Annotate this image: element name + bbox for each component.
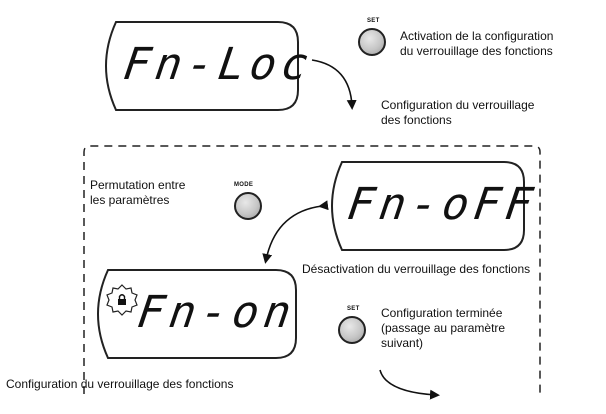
caption-set-activation-line2: du verrouillage des fonctions (400, 44, 553, 58)
caption-config-done-line1: Configuration terminée (381, 306, 503, 320)
mode-button-label: MODE (234, 182, 254, 188)
caption-deactivation: Désactivation du verrouillage des foncti… (302, 262, 531, 276)
caption-config-lock-bottom: Configuration du verrouillage des foncti… (6, 377, 234, 391)
set-button-top-label: SET (367, 18, 380, 24)
caption-config-lock-line1: Configuration du verrouillage (381, 98, 535, 112)
set-button-top[interactable] (358, 28, 386, 56)
dashed-frame (83, 145, 541, 394)
lcd-frame-fn-loc (105, 21, 299, 111)
set-button-bottom[interactable] (338, 316, 366, 344)
caption-set-activation-line1: Activation de la configuration (400, 29, 554, 43)
caption-config-done: Configuration terminée (passage au param… (381, 306, 505, 351)
caption-mode-switch-line1: Permutation entre (90, 178, 186, 192)
caption-mode-switch: Permutation entre les paramètres (90, 178, 185, 208)
lcd-frame-fn-on (97, 269, 297, 359)
set-button-bottom-label: SET (347, 306, 360, 312)
caption-config-lock: Configuration du verrouillage des foncti… (381, 98, 534, 128)
arrow-to-config (311, 59, 357, 110)
lock-icon (106, 284, 138, 316)
arrow-to-next (379, 369, 440, 400)
lcd-text-fn-loc: Fn-Loc (120, 39, 317, 90)
caption-config-done-line3: suivant) (381, 336, 424, 350)
lcd-text-fn-on: Fn-on (134, 287, 300, 338)
caption-mode-switch-line2: les paramètres (90, 193, 170, 207)
lcd-frame-fn-off (331, 161, 525, 251)
caption-config-done-line2: (passage au paramètre (381, 321, 506, 335)
arrow-double-off-on (262, 200, 329, 264)
caption-config-lock-line2: des fonctions (381, 113, 452, 127)
mode-button[interactable] (234, 192, 262, 220)
caption-set-activation: Activation de la configuration du verrou… (400, 29, 553, 59)
lcd-text-fn-off: Fn-oFF (344, 179, 541, 230)
